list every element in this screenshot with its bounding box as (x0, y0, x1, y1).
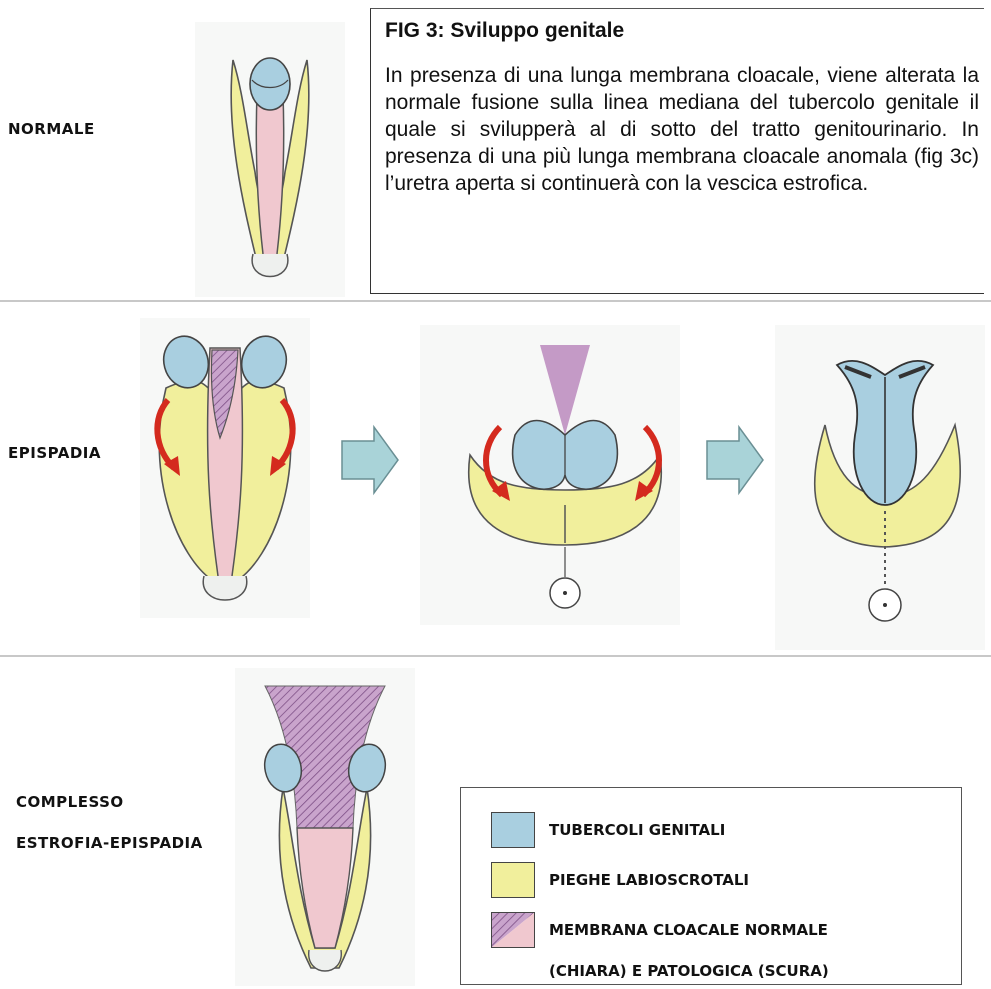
drawing-epispadia-b (420, 325, 680, 625)
legend-label-continuation: (CHIARA) E PATOLOGICA (SCURA) (549, 962, 829, 980)
figure-caption-box: FIG 3: Sviluppo genitale In presenza di … (370, 8, 984, 294)
legend-swatch-membrane (491, 912, 535, 948)
drawing-normale (195, 22, 345, 297)
drawing-epispadia-c-panel (775, 325, 985, 650)
figure-text: In presenza di una lunga membrana cloaca… (385, 62, 979, 197)
row-label-complesso: COMPLESSO (16, 793, 124, 811)
legend-label-pieghe: PIEGHE LABIOSCROTALI (549, 871, 749, 889)
drawing-normale-panel (195, 22, 345, 297)
drawing-epispadia-a (140, 318, 310, 618)
figure-title: FIG 3: Sviluppo genitale (385, 19, 624, 43)
drawing-epispadia-b-panel (420, 325, 680, 625)
legend: TUBERCOLI GENITALI PIEGHE LABIOSCROTALI … (460, 787, 962, 985)
row-label-normale: NORMALE (8, 120, 95, 138)
legend-label-tubercoli: TUBERCOLI GENITALI (549, 821, 725, 839)
drawing-complesso (235, 668, 415, 986)
row-label-estrofia-epispadia: ESTROFIA-EPISPADIA (16, 834, 203, 852)
drawing-complesso-panel (235, 668, 415, 986)
drawing-epispadia-a-panel (140, 318, 310, 618)
block-arrow-2 (705, 425, 765, 495)
divider-1 (0, 300, 991, 302)
divider-2 (0, 655, 991, 657)
pathologic-membrane (540, 345, 590, 435)
legend-swatch-yellow (491, 862, 535, 898)
genital-tubercle-left (158, 331, 214, 393)
drawing-epispadia-c (775, 325, 985, 650)
genital-tubercle-right (236, 331, 292, 393)
legend-swatch-blue (491, 812, 535, 848)
block-arrow-1 (340, 425, 400, 495)
legend-label-membrana: MEMBRANA CLOACALE NORMALE (549, 921, 828, 939)
row-label-epispadia: EPISPADIA (8, 444, 101, 462)
